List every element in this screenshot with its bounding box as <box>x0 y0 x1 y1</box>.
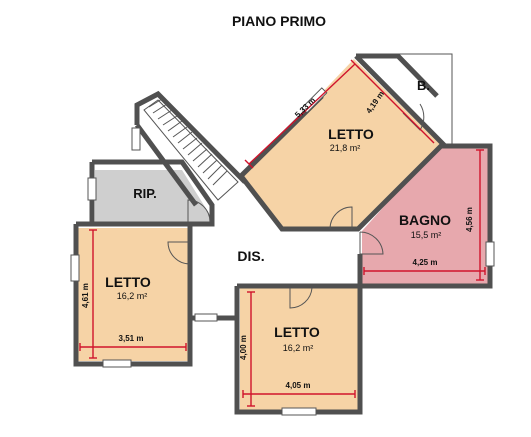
wall-bagno <box>357 143 493 289</box>
room-rip-name: RIP. <box>133 186 157 201</box>
window-stairs <box>131 127 141 151</box>
room-dis-name: DIS. <box>237 248 264 264</box>
wall-stairs <box>134 90 247 184</box>
window-letto-bottom <box>281 407 317 416</box>
room-letto-bottom-fill <box>240 288 358 410</box>
dim-label-letto-left-width: 3,51 m <box>119 334 144 343</box>
room-letto-top-name: LETTO <box>328 126 374 142</box>
room-bagno-area: 15,5 m² <box>411 230 442 240</box>
room-letto-left-area: 16,2 m² <box>117 291 148 301</box>
door-rip <box>187 199 211 223</box>
window-letto-left-bottom <box>102 359 132 368</box>
dim-label-bagno-height: 4,56 m <box>465 207 474 232</box>
dim-label-letto-bottom-height: 4,00 m <box>239 335 248 360</box>
dim-letto-bottom-height <box>247 291 255 407</box>
wall-letto-bottom <box>234 283 363 415</box>
door-letto-top <box>329 206 353 230</box>
wall-rip <box>89 159 215 227</box>
dim-label-bagno-width: 4,25 m <box>413 258 438 267</box>
room-letto-bottom-name: LETTO <box>274 324 320 340</box>
room-letto-top-area: 21,8 m² <box>330 143 361 153</box>
wall-b <box>356 53 439 98</box>
wall-letto-left <box>73 221 193 367</box>
door-letto-left <box>167 241 191 265</box>
door-bagno <box>359 231 384 255</box>
window-left-letto <box>70 254 80 282</box>
room-bagno-fill <box>362 144 489 284</box>
dim-bagno-width <box>363 267 486 275</box>
dim-label-letto-left-height: 4,61 m <box>81 283 90 308</box>
room-letto-top-fill <box>243 59 440 231</box>
dim-letto-left-height <box>89 229 97 359</box>
dim-bagno-height <box>476 149 484 281</box>
staircase <box>143 98 239 201</box>
dim-label-letto-bottom-width: 4,05 m <box>286 381 311 390</box>
room-letto-left-name: LETTO <box>105 274 151 290</box>
room-bagno-name: BAGNO <box>399 212 451 228</box>
dim-letto-top-width <box>356 65 435 144</box>
window-letto-top <box>301 87 328 114</box>
room-letto-bottom-area: 16,2 m² <box>283 343 314 353</box>
wall-letto-top <box>237 54 447 232</box>
room-b-name: B. <box>417 78 430 93</box>
window-corridor <box>194 313 218 322</box>
wall-rip-diag <box>134 123 199 207</box>
dim-letto-left-width <box>79 343 187 351</box>
plan-title: PIANO PRIMO <box>232 13 326 29</box>
dim-letto-bottom-width <box>242 390 356 398</box>
window-left-rip <box>87 177 97 201</box>
window-bagno-right <box>485 241 495 267</box>
door-letto-bottom <box>289 287 313 309</box>
